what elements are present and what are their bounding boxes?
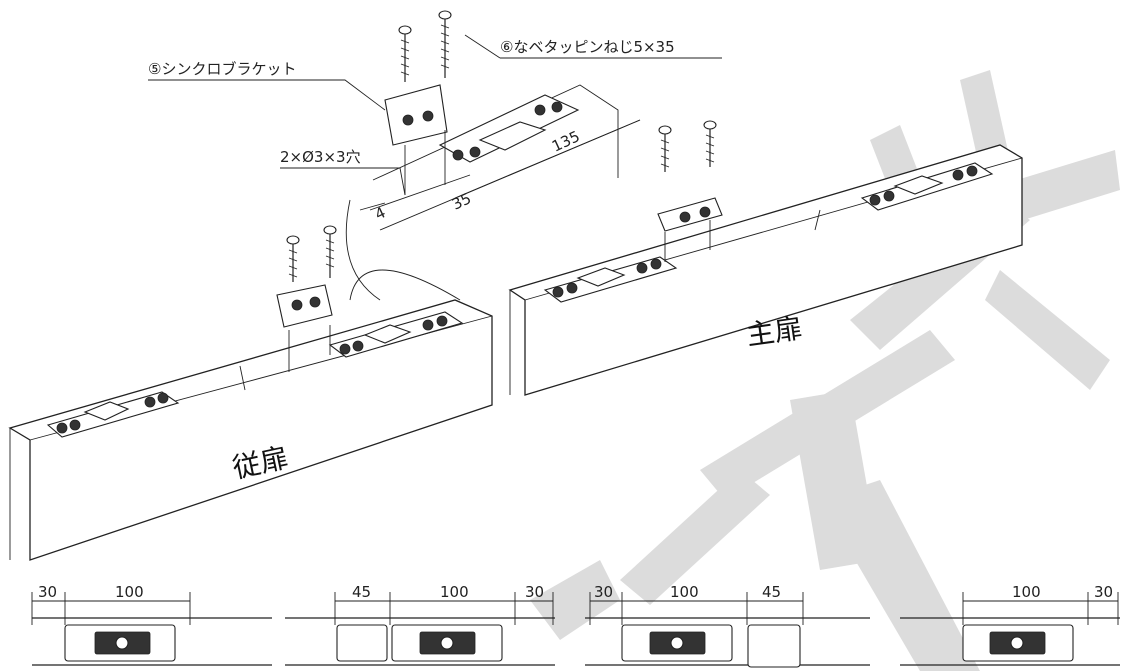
- plan-panel-1: 30 100: [31, 583, 272, 666]
- plan-panel-4: 100 30: [900, 583, 1120, 666]
- holes-label: 2×Ø3×3穴: [280, 148, 361, 166]
- sub-door-plate-front: [46, 391, 180, 438]
- dim-35: 35: [449, 189, 474, 213]
- watermark: [530, 70, 1120, 671]
- plan-panel-2: 45 100 30: [285, 583, 555, 666]
- p1-dim-2: 100: [115, 583, 144, 601]
- p4-dim-1: 100: [1012, 583, 1041, 601]
- p3-dim-2: 100: [670, 583, 699, 601]
- synchro-bracket-callout: ⑤シンクロブラケット: [148, 60, 386, 111]
- plan-panel-3: 30 100 45: [585, 583, 870, 668]
- sub-door-screws: [286, 225, 337, 372]
- main-door-plate-front: [543, 256, 678, 303]
- screw-label: ⑥なベタッピンねじ5×35: [500, 38, 675, 56]
- p2-dim-3: 30: [525, 583, 544, 601]
- main-door-label: 主扉: [744, 311, 804, 351]
- main-door-plate-back: [860, 162, 994, 211]
- p4-dim-2: 30: [1094, 583, 1113, 601]
- p3-dim-1: 30: [594, 583, 613, 601]
- main-door-bracket: [657, 120, 723, 262]
- holes-callout: 2×Ø3×3穴: [280, 148, 406, 196]
- top-detail: [359, 10, 641, 231]
- p1-dim-1: 30: [38, 583, 57, 601]
- dim-4: 4: [372, 203, 388, 223]
- p2-dim-2: 100: [440, 583, 469, 601]
- detail-callout: [345, 199, 461, 301]
- sub-door-bracket: [276, 284, 333, 328]
- p3-dim-3: 45: [762, 583, 781, 601]
- synchro-bracket-label: ⑤シンクロブラケット: [148, 60, 296, 78]
- sub-door-plate-back: [328, 311, 464, 358]
- screw-callout: ⑥なベタッピンねじ5×35: [464, 34, 722, 59]
- plan-views: 30 100 45 100 30 30 100 45: [31, 583, 1120, 668]
- p2-dim-1: 45: [352, 583, 371, 601]
